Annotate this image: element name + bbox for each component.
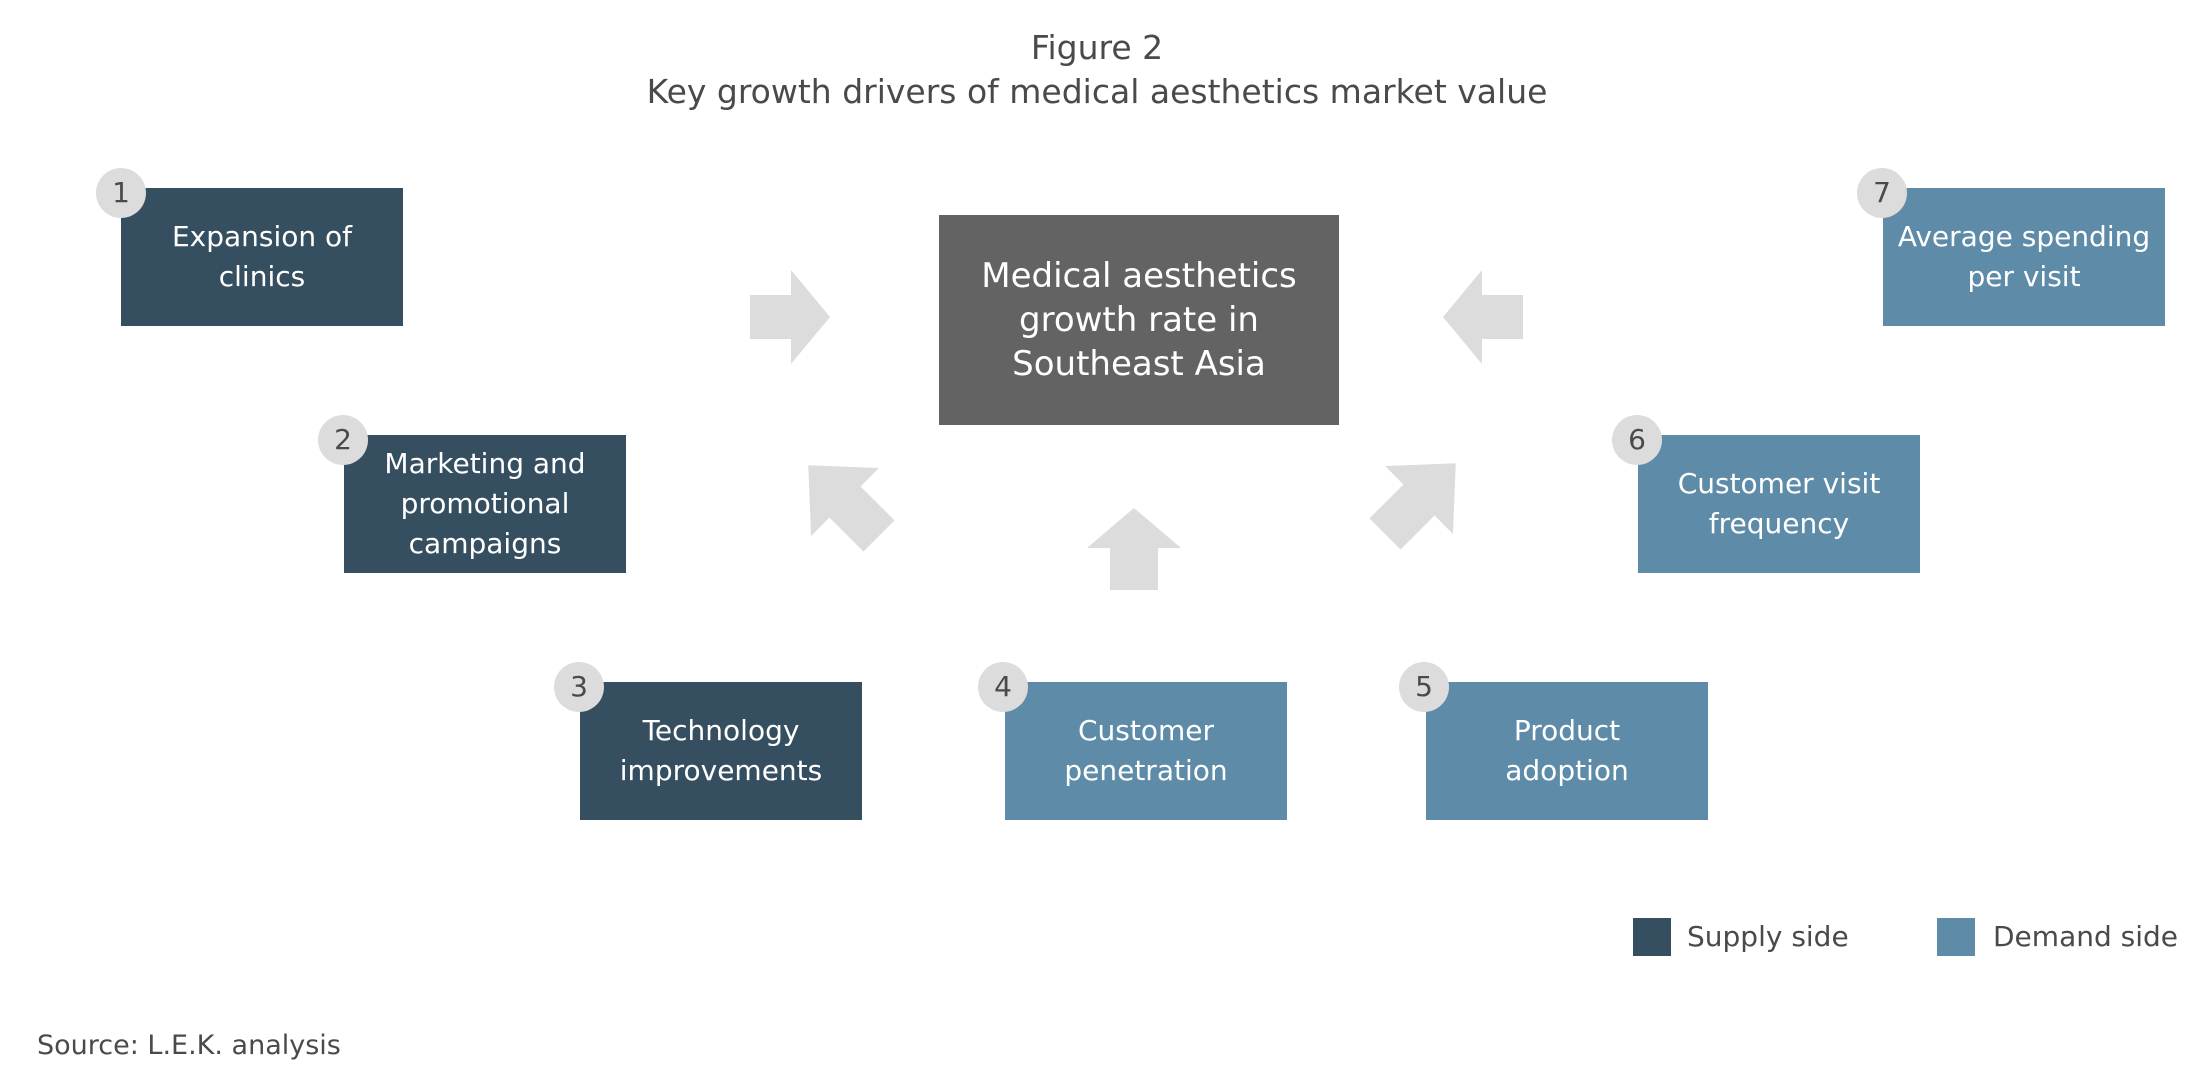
driver-number-badge: 1 xyxy=(96,168,146,218)
source-note: Source: L.E.K. analysis xyxy=(37,1030,341,1061)
legend-label-demand: Demand side xyxy=(1993,920,2179,953)
arrow-left-icon xyxy=(1443,270,1523,364)
legend-swatch-supply xyxy=(1633,918,1671,956)
driver-number-badge: 3 xyxy=(554,662,604,712)
driver-box-customer-visit-frequency: Customer visit frequency xyxy=(1638,435,1920,573)
driver-box-average-spending: Average spending per visit xyxy=(1883,188,2165,326)
driver-number-badge: 2 xyxy=(318,415,368,465)
driver-number-badge: 7 xyxy=(1857,168,1907,218)
driver-box-expansion-of-clinics: Expansion of clinics xyxy=(121,188,403,326)
driver-box-technology-improvements: Technology improvements xyxy=(580,682,862,820)
arrow-up-icon xyxy=(1087,508,1181,590)
arrow-up-left-icon xyxy=(1369,463,1456,550)
legend-swatch-demand xyxy=(1937,918,1975,956)
arrow-up-right-icon xyxy=(808,465,895,552)
driver-number-badge: 6 xyxy=(1612,415,1662,465)
legend-label-supply: Supply side xyxy=(1687,920,1849,953)
driver-box-customer-penetration: Customer penetration xyxy=(1005,682,1287,820)
driver-number-badge: 4 xyxy=(978,662,1028,712)
figure-label: Figure 2 xyxy=(1030,28,1164,67)
driver-box-product-adoption: Product adoption xyxy=(1426,682,1708,820)
driver-box-marketing-campaigns: Marketing and promotional campaigns xyxy=(344,435,626,573)
arrow-right-icon xyxy=(750,270,830,364)
figure-title: Key growth drivers of medical aesthetics… xyxy=(646,72,1548,111)
center-box: Medical aesthetics growth rate in Southe… xyxy=(939,215,1339,425)
driver-number-badge: 5 xyxy=(1399,662,1449,712)
